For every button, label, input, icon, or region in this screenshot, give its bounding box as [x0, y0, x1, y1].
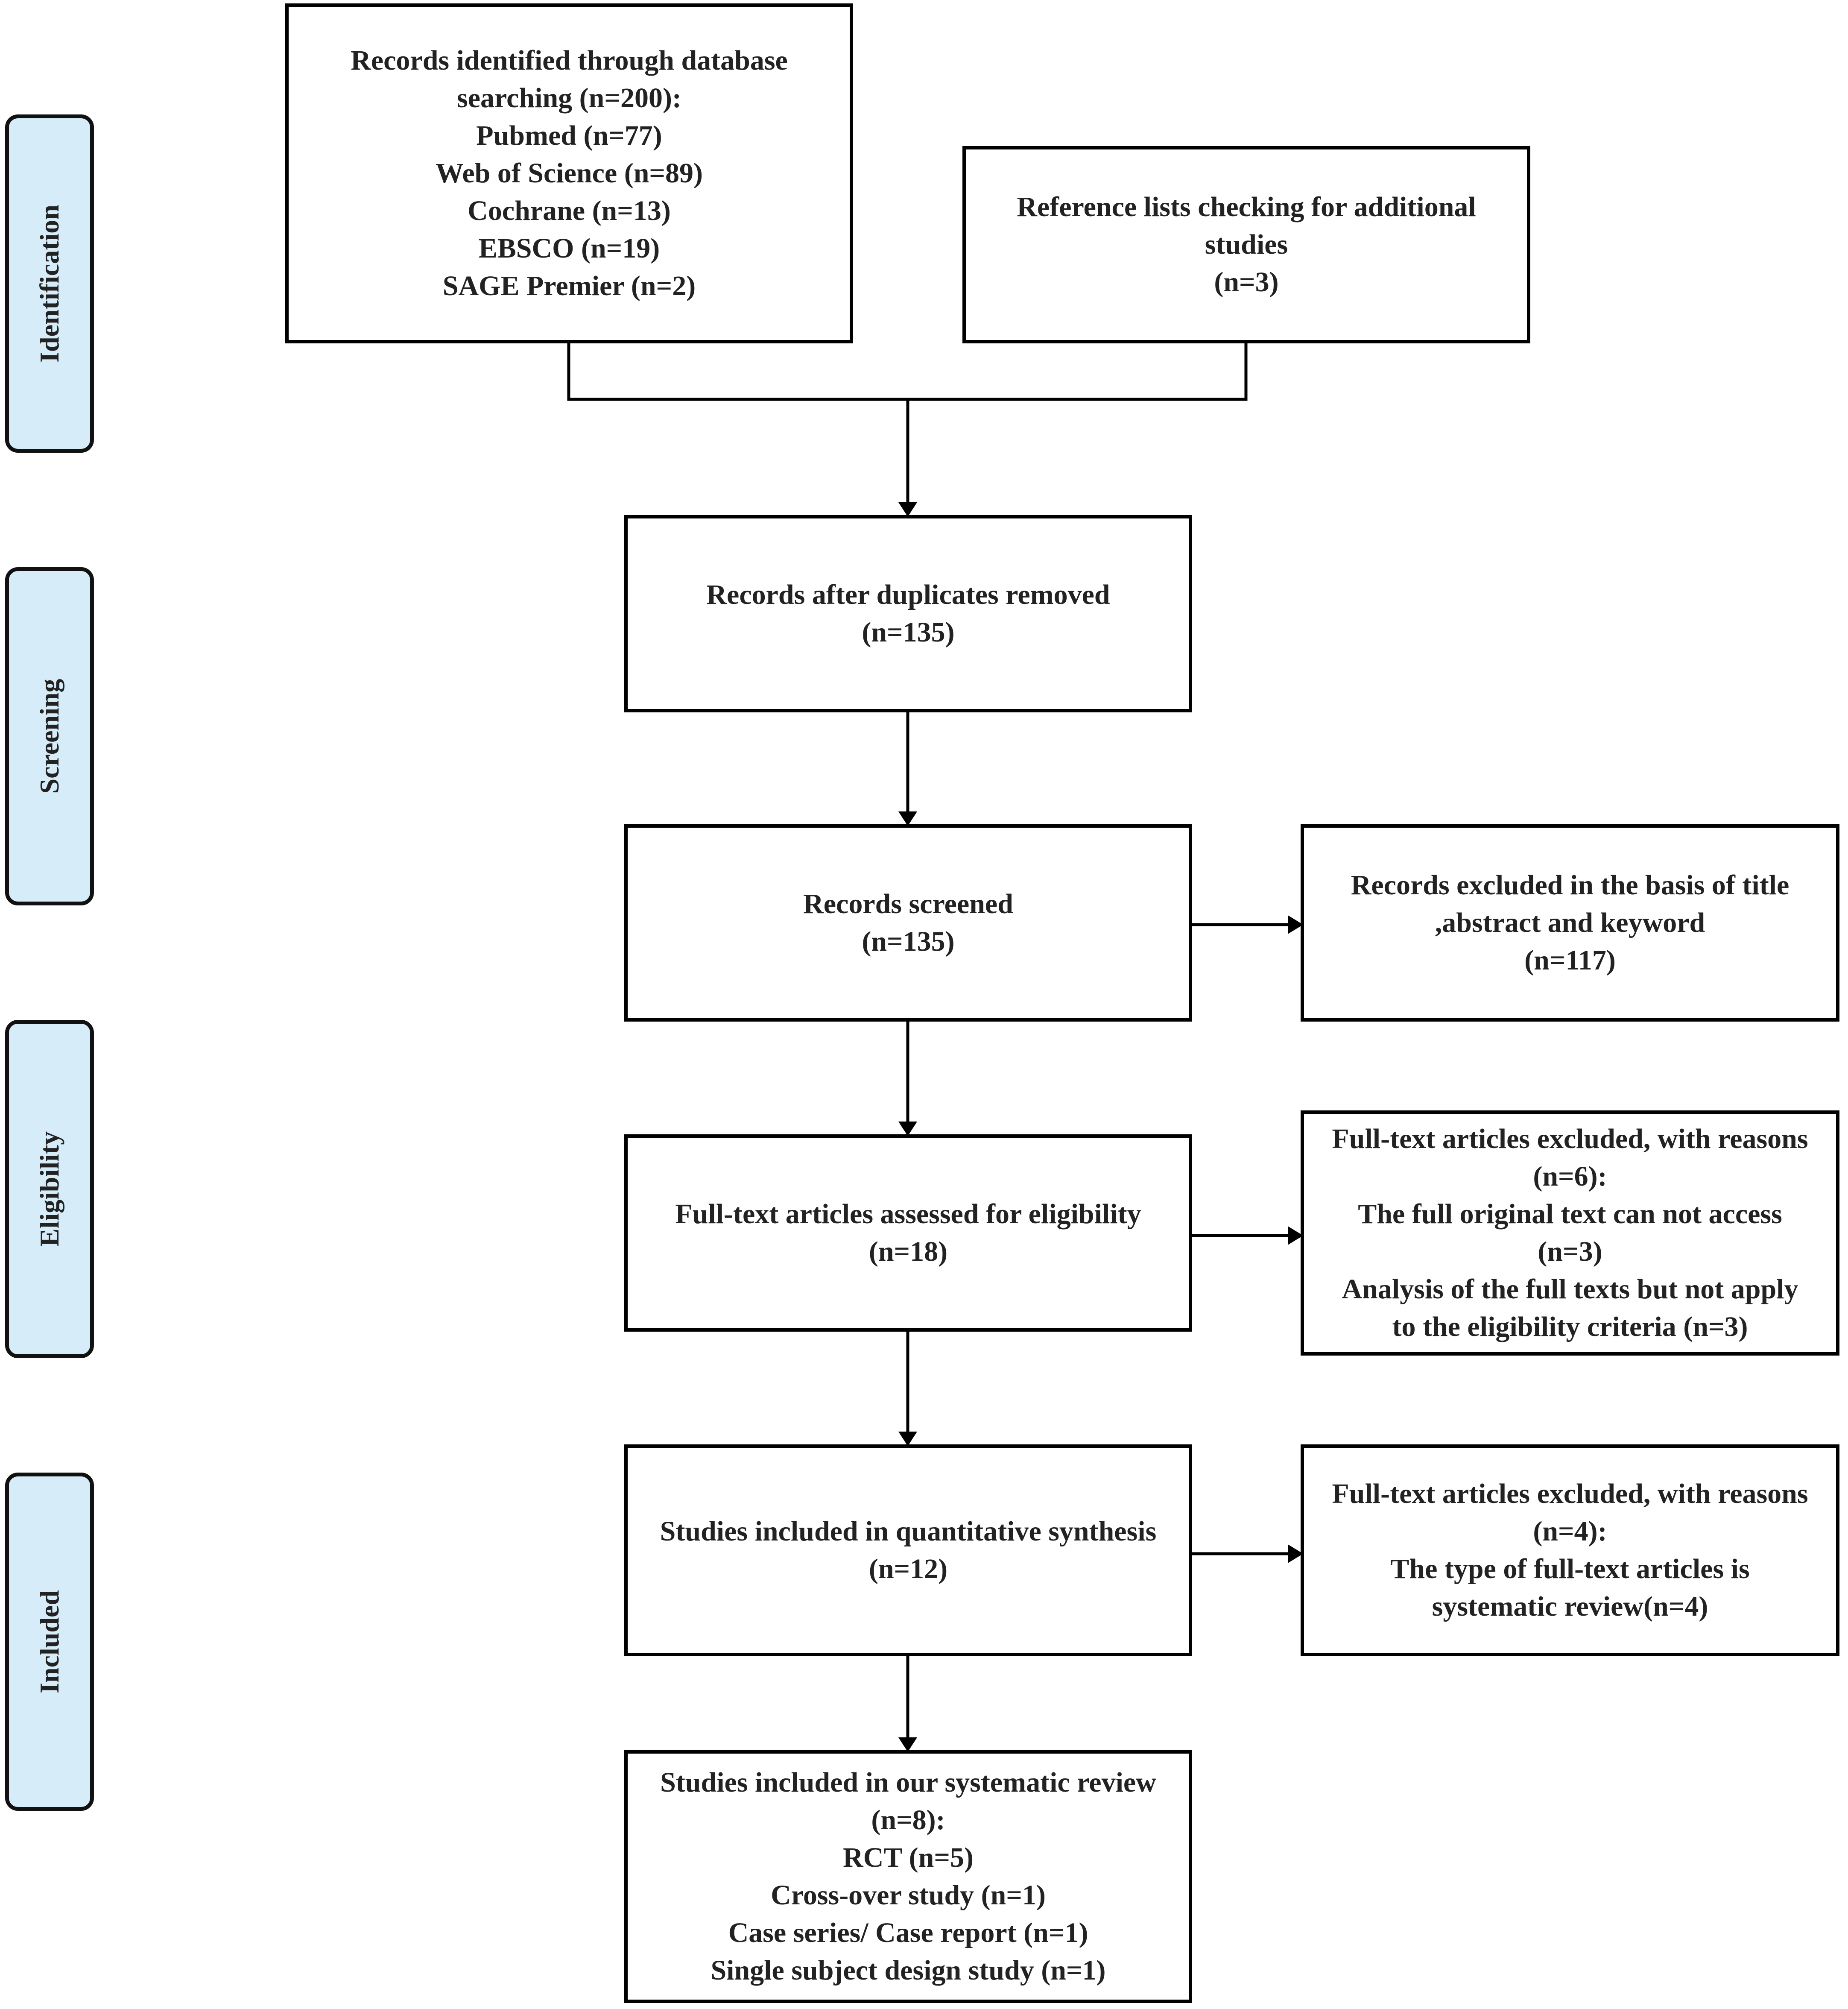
quantitative-synthesis-line: Studies included in quantitative synthes… — [660, 1516, 1157, 1547]
database-search-line: EBSCO (n=19) — [478, 233, 660, 264]
stage-identification-label: Identification — [34, 205, 64, 363]
records-screened-box: Records screened (n=135) — [624, 824, 1192, 1022]
database-search-line: Cochrane (n=13) — [468, 195, 671, 226]
arrowhead-down — [898, 811, 917, 826]
stage-screening: Screening — [5, 567, 94, 905]
arrowhead-down — [898, 1122, 917, 1136]
fulltext-excluded-1-line: (n=3) — [1538, 1236, 1602, 1267]
fulltext-excluded-1-line: Analysis of the full texts but not apply — [1342, 1274, 1798, 1305]
fulltext-assessed-box: Full-text articles assessed for eligibil… — [624, 1134, 1192, 1332]
records-excluded-line: Records excluded in the basis of title — [1351, 870, 1790, 901]
arrowhead-right — [1288, 915, 1303, 934]
fulltext-excluded-box-2: Full-text articles excluded, with reason… — [1301, 1444, 1839, 1656]
database-search-line: Records identified through database — [351, 45, 788, 76]
duplicates-removed-line: (n=135) — [862, 617, 955, 648]
systematic-review-line: Studies included in our systematic revie… — [660, 1767, 1156, 1798]
fulltext-excluded-1-line: (n=6): — [1533, 1161, 1607, 1192]
stage-screening-label: Screening — [34, 679, 64, 794]
systematic-review-line: Case series/ Case report (n=1) — [728, 1917, 1088, 1948]
arrowhead-down — [898, 502, 917, 517]
fulltext-assessed-line: Full-text articles assessed for eligibil… — [675, 1198, 1141, 1230]
duplicates-removed-line: Records after duplicates removed — [706, 579, 1110, 610]
duplicates-removed-box: Records after duplicates removed (n=135) — [624, 515, 1192, 712]
fulltext-excluded-1-line: The full original text can not access — [1358, 1198, 1782, 1230]
records-excluded-box: Records excluded in the basis of title ,… — [1301, 824, 1839, 1022]
records-excluded-line: (n=117) — [1524, 945, 1616, 976]
quantitative-synthesis-box: Studies included in quantitative synthes… — [624, 1444, 1192, 1656]
fulltext-excluded-2-line: (n=4): — [1533, 1516, 1607, 1547]
fulltext-excluded-2-line: The type of full-text articles is — [1390, 1553, 1750, 1584]
arrowhead-right — [1288, 1544, 1303, 1563]
database-search-line: Pubmed (n=77) — [476, 120, 662, 151]
fulltext-excluded-2-line: Full-text articles excluded, with reason… — [1332, 1478, 1808, 1509]
stage-identification: Identification — [5, 114, 94, 453]
records-excluded-line: ,abstract and keyword — [1435, 907, 1705, 938]
quantitative-synthesis-line: (n=12) — [868, 1553, 948, 1584]
reference-lists-line: studies — [1205, 229, 1288, 260]
database-search-line: Web of Science (n=89) — [435, 158, 703, 189]
arrowhead-down — [898, 1432, 917, 1446]
database-search-line: SAGE Premier (n=2) — [442, 270, 696, 302]
fulltext-excluded-box-1: Full-text articles excluded, with reason… — [1301, 1110, 1839, 1356]
records-screened-line: Records screened — [803, 888, 1013, 920]
systematic-review-line: Cross-over study (n=1) — [771, 1880, 1046, 1911]
fulltext-excluded-1-line: to the eligibility criteria (n=3) — [1392, 1311, 1748, 1342]
reference-lists-line: (n=3) — [1214, 266, 1279, 298]
systematic-review-line: Single subject design study (n=1) — [711, 1955, 1106, 1986]
stage-included-label: Included — [34, 1590, 64, 1693]
systematic-review-box: Studies included in our systematic revie… — [624, 1750, 1192, 2003]
fulltext-excluded-1-line: Full-text articles excluded, with reason… — [1332, 1123, 1808, 1154]
fulltext-excluded-2-line: systematic review(n=4) — [1432, 1591, 1708, 1622]
stage-eligibility: Eligibility — [5, 1020, 94, 1358]
merge-bracket-connector — [567, 342, 1248, 401]
systematic-review-line: RCT (n=5) — [843, 1842, 974, 1873]
fulltext-assessed-line: (n=18) — [868, 1236, 948, 1267]
stage-eligibility-label: Eligibility — [34, 1131, 64, 1247]
systematic-review-line: (n=8): — [871, 1804, 945, 1836]
database-search-line: searching (n=200): — [457, 82, 681, 114]
arrowhead-right — [1288, 1226, 1303, 1245]
reference-lists-line: Reference lists checking for additional — [1017, 191, 1476, 223]
records-screened-line: (n=135) — [862, 926, 955, 957]
stage-included: Included — [5, 1473, 94, 1811]
reference-lists-box: Reference lists checking for additional … — [962, 146, 1530, 343]
database-search-box: Records identified through database sear… — [285, 3, 853, 343]
arrowhead-down — [898, 1737, 917, 1752]
